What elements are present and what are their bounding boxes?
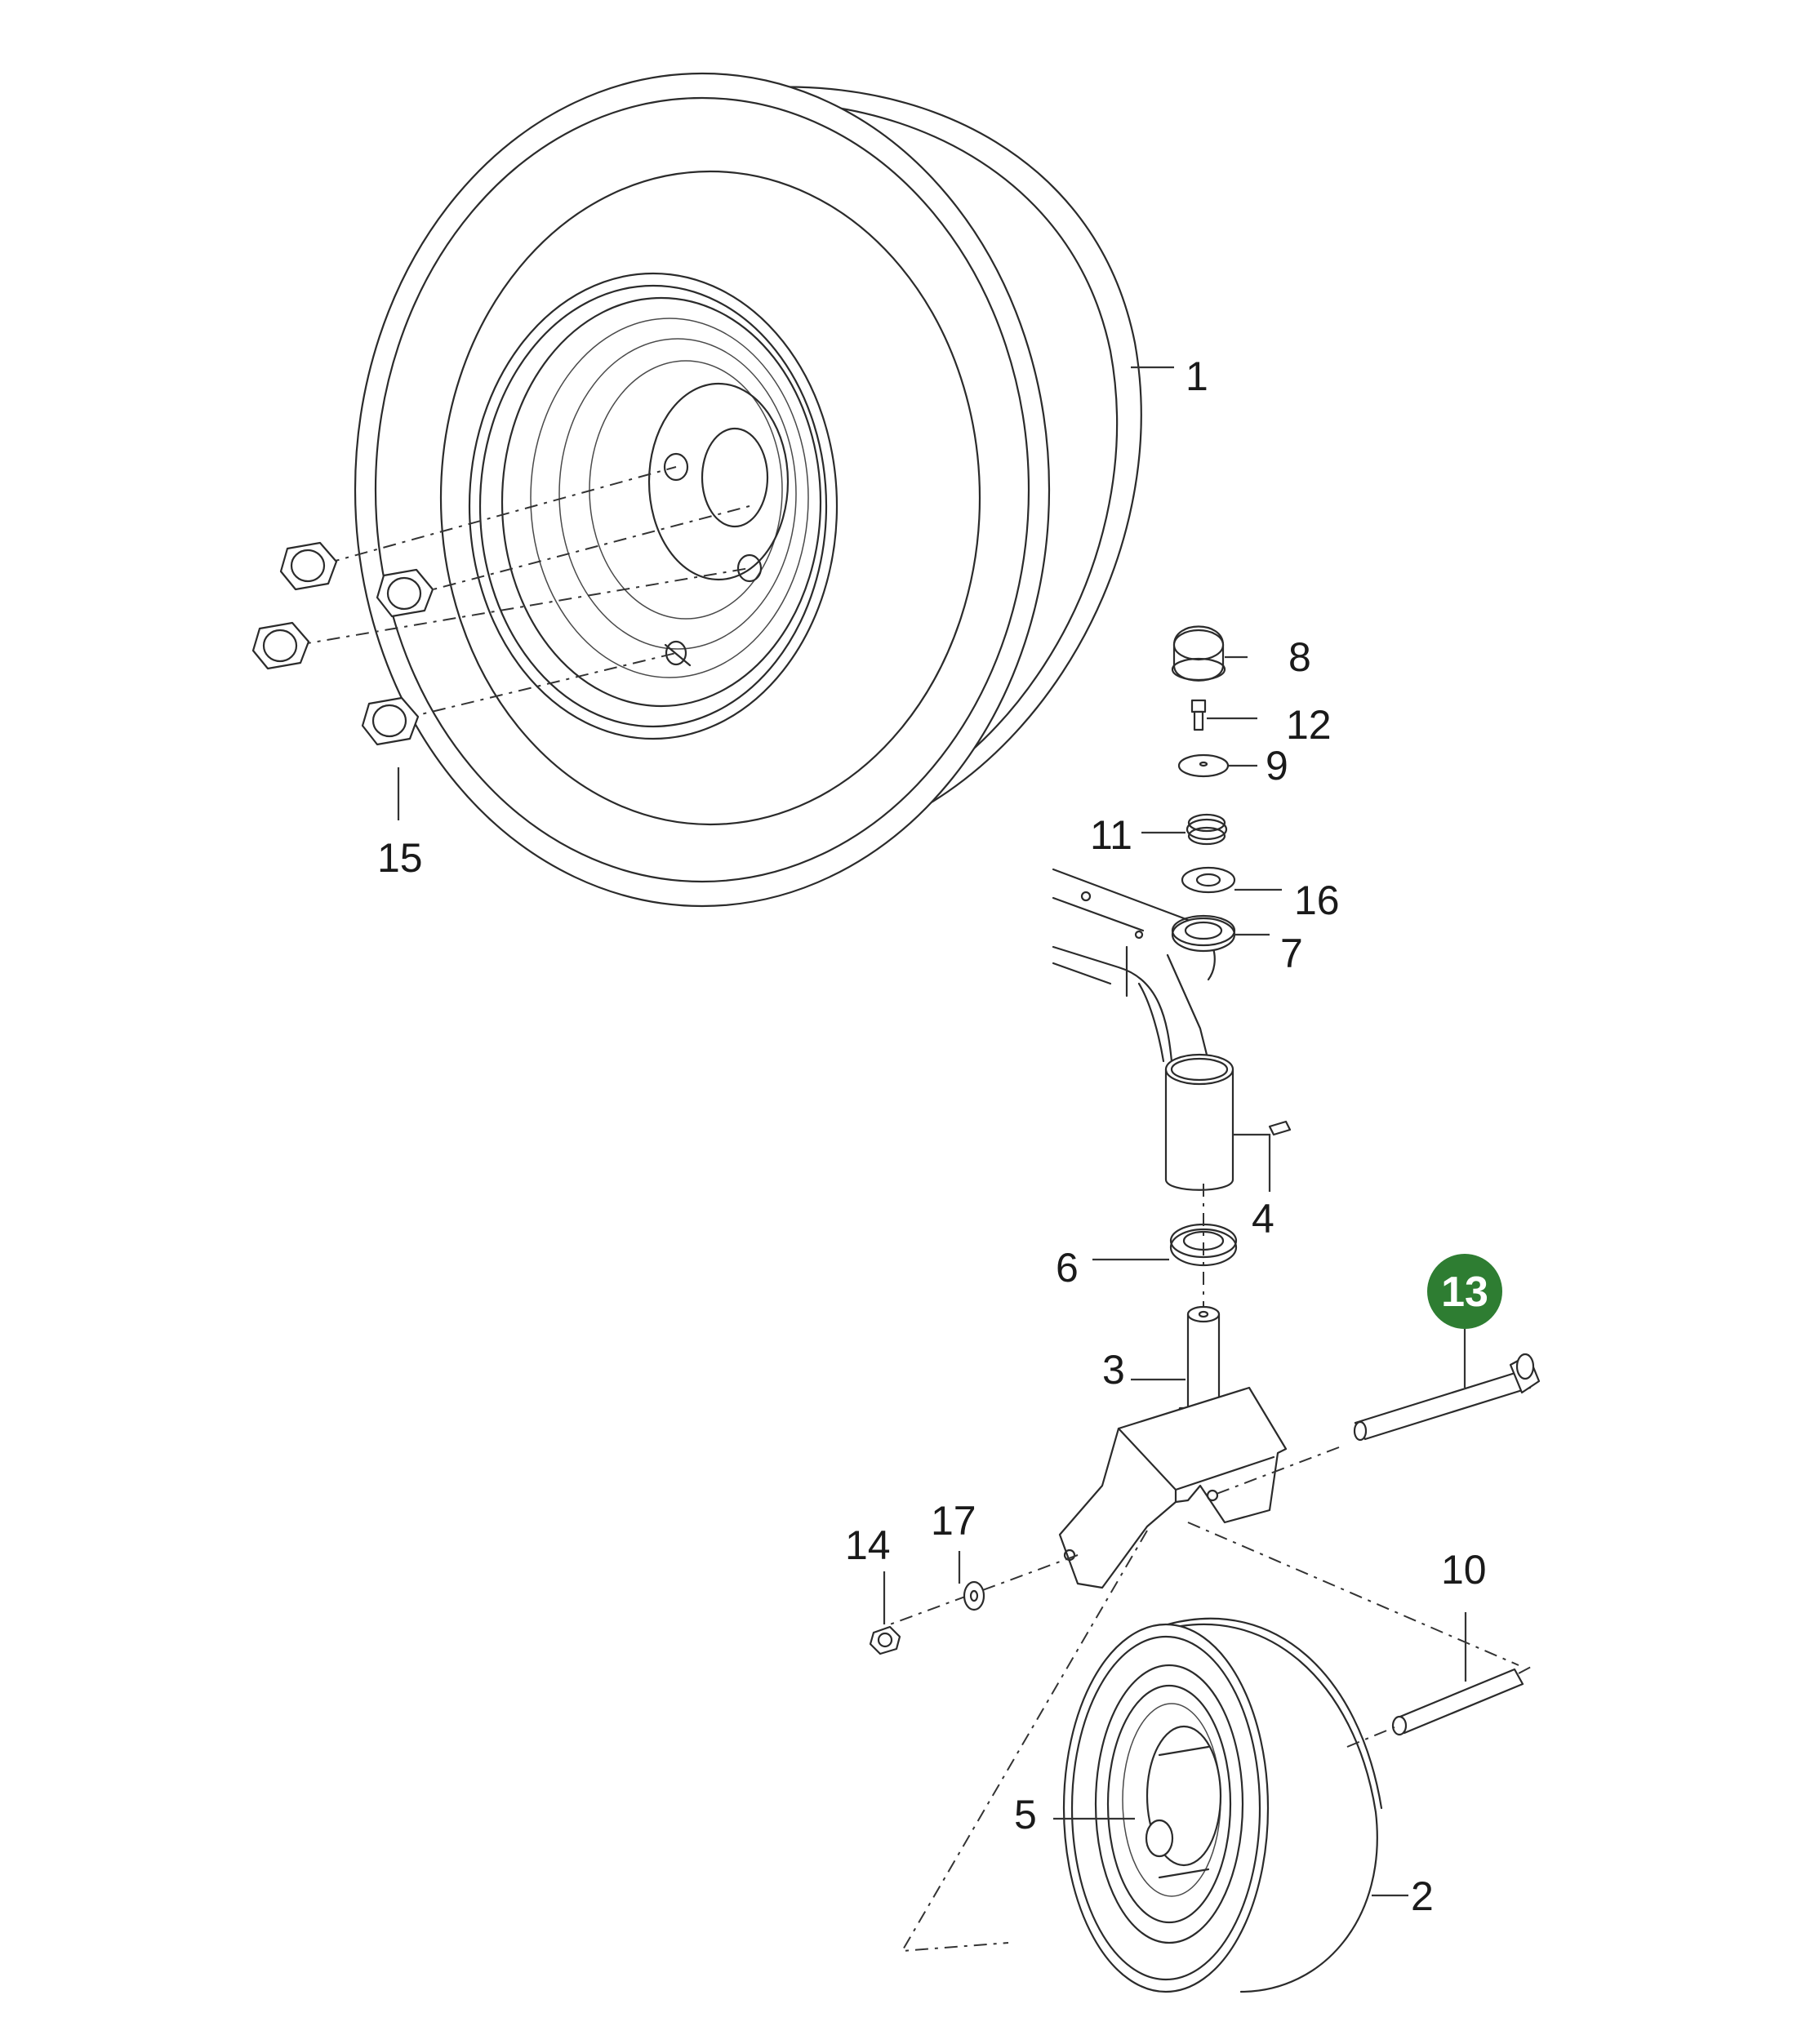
callout-14: 14 xyxy=(845,1522,891,1568)
callout-7: 7 xyxy=(1280,931,1303,976)
callout-15: 15 xyxy=(377,835,423,881)
highlighted-callout-13[interactable]: 13 xyxy=(1427,1254,1502,1329)
callout-6: 6 xyxy=(1056,1245,1079,1291)
callout-1: 1 xyxy=(1186,353,1208,399)
fork-washer xyxy=(963,1580,985,1611)
callout-17: 17 xyxy=(931,1498,976,1544)
bolt xyxy=(1190,699,1207,731)
frame-arm xyxy=(1052,868,1216,1063)
callout-3: 3 xyxy=(1102,1347,1125,1393)
callout-8: 8 xyxy=(1288,634,1311,680)
seal-ring xyxy=(1186,813,1228,846)
callout-labels: 1 15 8 12 9 11 16 7 4 6 3 14 17 10 5 2 1… xyxy=(377,353,1502,1919)
callout-5: 5 xyxy=(1014,1792,1037,1837)
lug-nut xyxy=(376,568,434,618)
caster-stack xyxy=(1058,625,1292,1589)
caster-fork xyxy=(1058,1305,1288,1589)
lug-nut xyxy=(279,541,338,591)
lug-nut xyxy=(361,696,420,746)
fork-nut xyxy=(869,1625,901,1655)
lug-nuts xyxy=(251,541,434,746)
callout-2: 2 xyxy=(1411,1873,1434,1919)
callout-13[interactable]: 13 xyxy=(1441,1269,1488,1316)
lug-nut-centre-lines xyxy=(297,466,750,719)
nut-and-washer xyxy=(869,1580,985,1655)
grease-fitting xyxy=(1268,1120,1292,1136)
callout-12: 12 xyxy=(1286,702,1332,748)
dust-cap xyxy=(1171,625,1226,682)
caster-centre-lines xyxy=(889,1184,1519,1953)
caster-axle xyxy=(1346,1666,1532,1748)
washer xyxy=(1177,753,1230,778)
callout-4: 4 xyxy=(1252,1196,1275,1242)
callout-16: 16 xyxy=(1294,878,1340,923)
leader-lines xyxy=(397,366,1467,1897)
highlight-badge[interactable] xyxy=(1427,1254,1502,1329)
callout-11: 11 xyxy=(1090,812,1132,858)
fork-bolt xyxy=(1353,1353,1541,1442)
rear-wheel-assembly xyxy=(354,72,1142,908)
callout-10: 10 xyxy=(1441,1547,1487,1593)
spacer-washer xyxy=(1181,866,1236,894)
caster-wheel xyxy=(1062,1617,1383,1993)
callout-9: 9 xyxy=(1266,743,1288,789)
lug-nut xyxy=(251,621,310,670)
upper-bearing xyxy=(1171,914,1236,953)
pivot-tube xyxy=(1164,1053,1234,1191)
